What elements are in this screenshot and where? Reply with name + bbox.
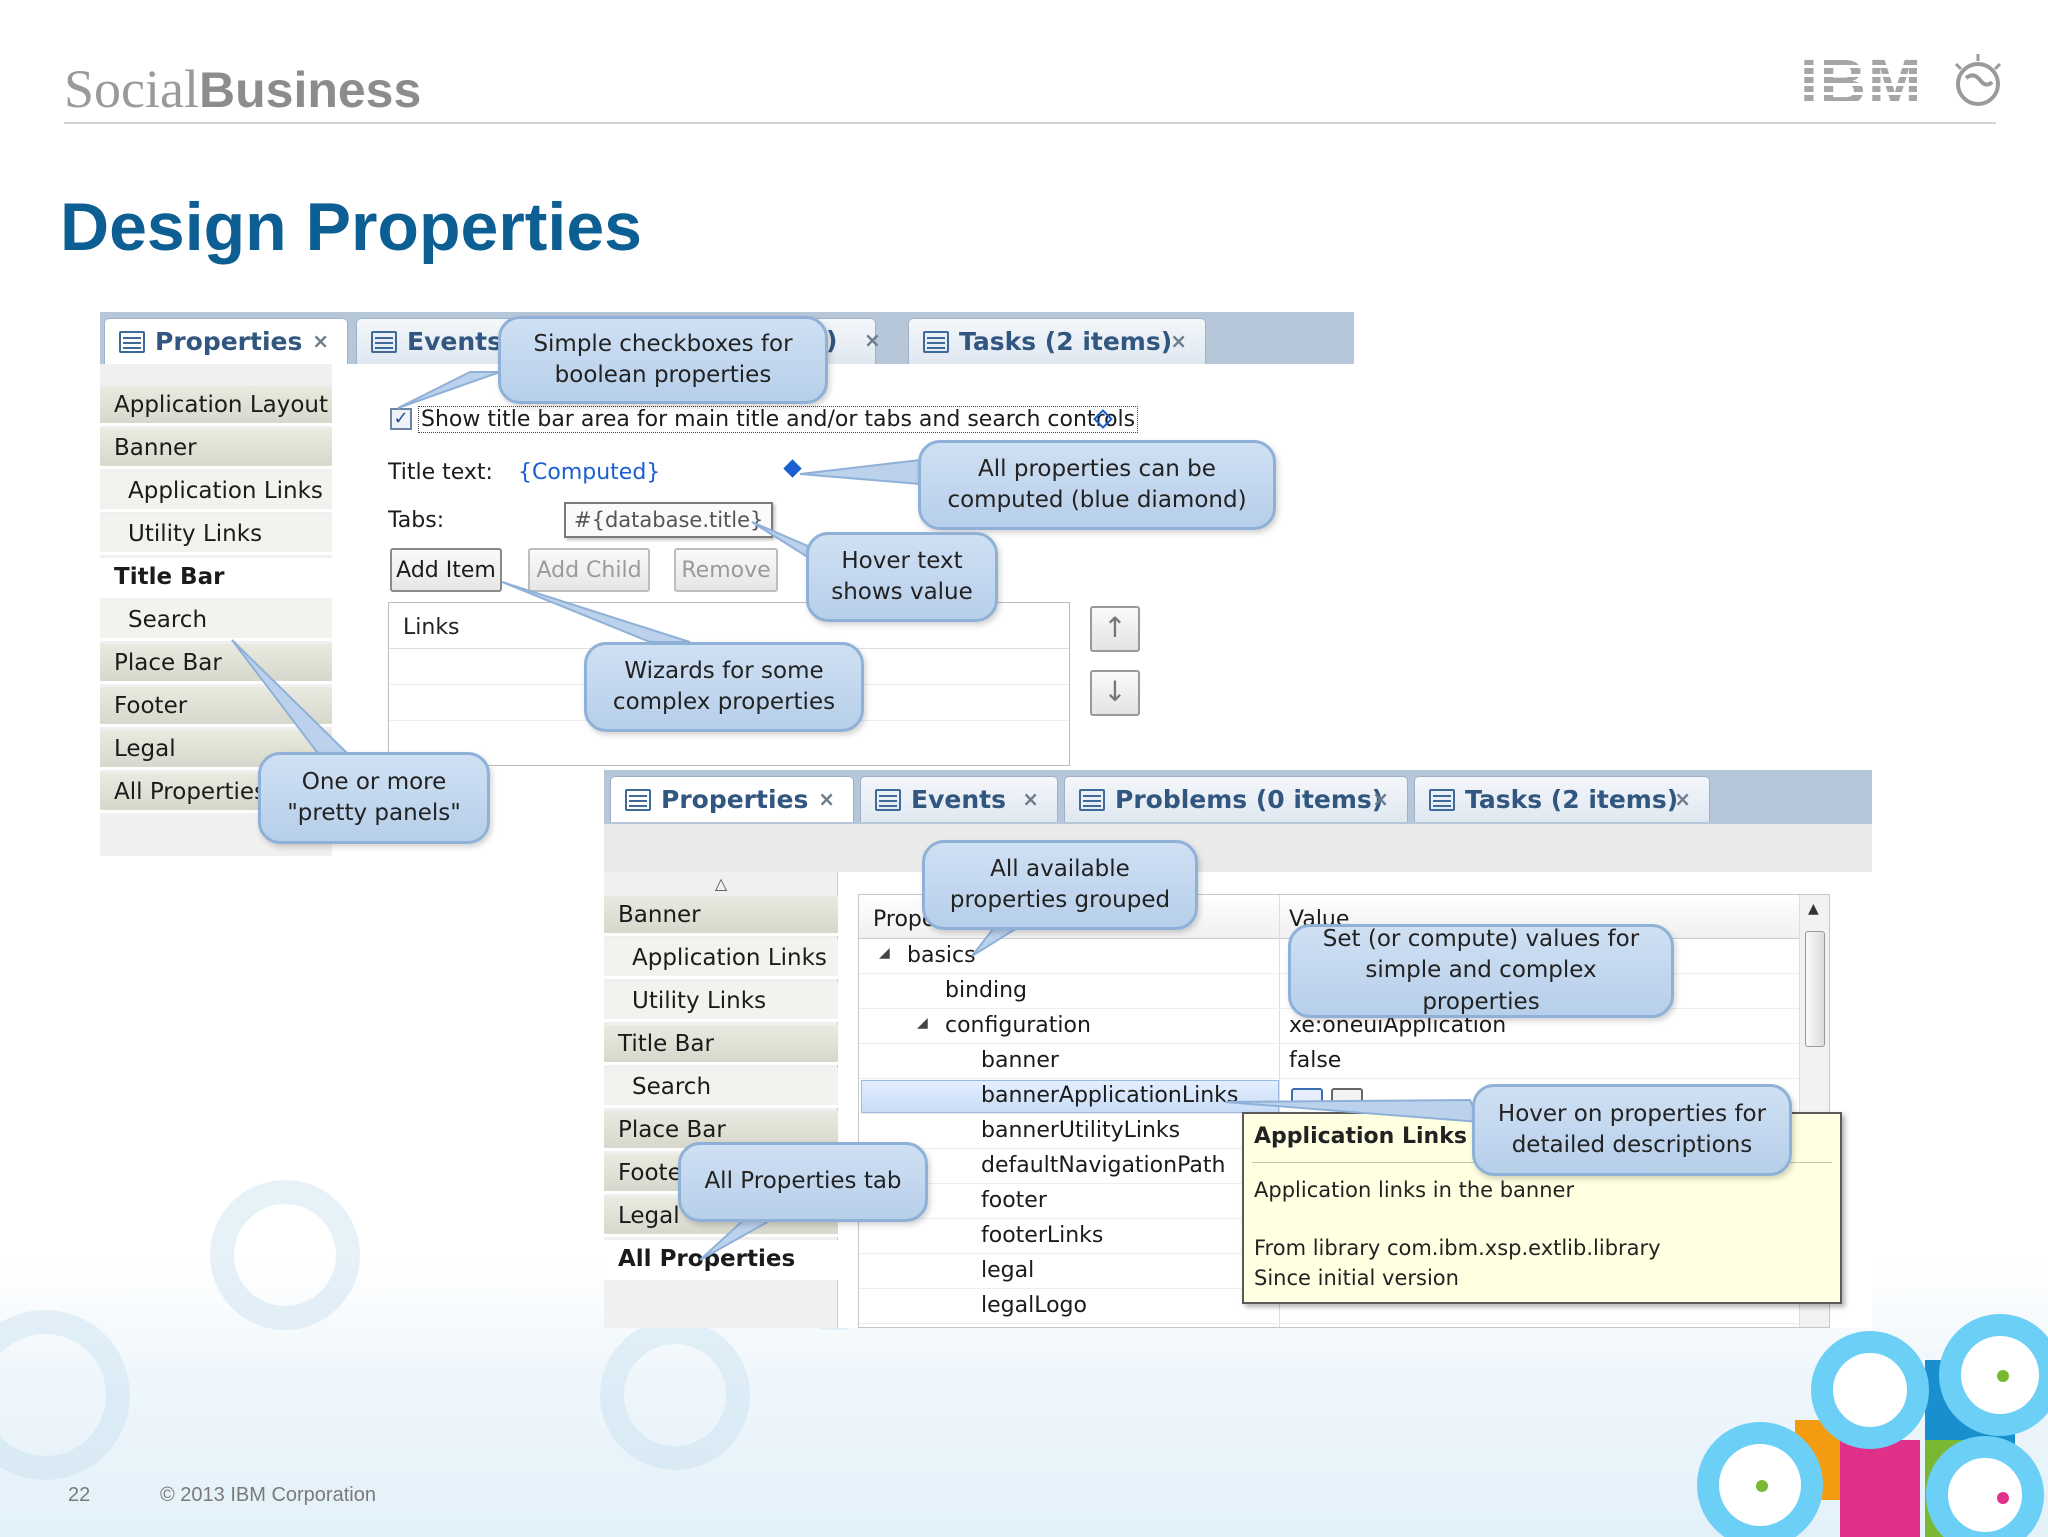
nav-item-application-links[interactable]: Application Links — [100, 472, 332, 512]
property-name: basics — [907, 943, 976, 968]
properties-icon — [119, 330, 145, 353]
nav-item-search[interactable]: Search — [100, 601, 332, 641]
callout-computed-properties: All properties can be computed (blue dia… — [918, 440, 1276, 530]
page-number: 22 — [68, 1484, 91, 1506]
ibm-logo: IBM — [1800, 46, 1924, 118]
property-name: legalLogo — [981, 1293, 1087, 1318]
close-icon[interactable]: × — [312, 329, 329, 353]
arrow-down-icon: ↓ — [1103, 675, 1127, 708]
property-name: configuration — [945, 1013, 1091, 1038]
hover-value-tooltip: #{database.title} — [564, 502, 774, 538]
events-icon — [371, 330, 397, 353]
globe-icon — [1954, 54, 2002, 106]
close-icon[interactable]: × — [1022, 787, 1039, 811]
tab-problems[interactable]: Problems (0 items) × — [1064, 776, 1408, 822]
tab-label: Problems (0 items) — [1115, 785, 1384, 814]
property-name: binding — [945, 978, 1028, 1003]
expand-icon[interactable]: ◢ — [917, 1015, 928, 1031]
tabs-label: Tabs: — [388, 508, 445, 533]
tooltip-library: From library com.ibm.xsp.extlib.library — [1254, 1236, 1661, 1260]
callout-pretty-panels: One or more "pretty panels" — [258, 752, 490, 844]
tab-label: Properties — [155, 327, 303, 356]
callout-all-properties-tab: All Properties tab — [678, 1142, 928, 1222]
nav-item-title-bar[interactable]: Title Bar — [604, 1025, 838, 1065]
callout-wizards: Wizards for some complex properties — [584, 642, 864, 732]
tab-label: Events — [407, 327, 502, 356]
close-icon[interactable]: × — [818, 787, 835, 811]
scroll-up-arrow-icon[interactable]: ▲ — [1808, 901, 1819, 917]
callout-hover-properties: Hover on properties for detailed descrip… — [1472, 1084, 1792, 1176]
expand-icon[interactable]: ◢ — [879, 945, 890, 961]
boolean-checkbox[interactable]: ✓ — [390, 408, 412, 430]
move-down-button[interactable]: ↓ — [1090, 670, 1140, 716]
property-name: footer — [981, 1188, 1047, 1213]
nav-item-application-links[interactable]: Application Links — [604, 939, 838, 979]
tab-tasks[interactable]: Tasks (2 items) × — [908, 318, 1206, 364]
property-name: bannerApplicationLinks — [981, 1083, 1239, 1108]
property-name: bannerUtilityLinks — [981, 1118, 1181, 1143]
slide-title: Design Properties — [60, 189, 642, 265]
scrollbar-thumb[interactable] — [1805, 931, 1825, 1047]
brand-light-text: Social — [64, 59, 199, 119]
tooltip-title: Application Links — [1254, 1124, 1467, 1149]
tab-label: Tasks (2 items) — [959, 327, 1173, 356]
callout-set-values: Set (or compute) values for simple and c… — [1288, 924, 1674, 1018]
property-name: defaultNavigationPath — [981, 1153, 1226, 1178]
remove-button[interactable]: Remove — [674, 548, 778, 592]
nav-item-banner[interactable]: Banner — [100, 429, 332, 469]
property-value[interactable]: false — [1289, 1048, 1342, 1073]
tasks-icon — [1429, 788, 1455, 811]
brand-wordmark: SocialBusiness — [64, 58, 421, 120]
property-name: banner — [981, 1048, 1059, 1073]
property-name: footerLinks — [981, 1223, 1104, 1248]
copyright-notice: © 2013 IBM Corporation — [160, 1484, 376, 1506]
tasks-icon — [923, 330, 949, 353]
decorative-logo-art — [1697, 1314, 2048, 1537]
nav-item-application-layout[interactable]: Application Layout — [100, 386, 332, 426]
table-row[interactable]: banner false — [859, 1044, 1799, 1079]
tab-properties[interactable]: Properties × — [610, 776, 854, 822]
tooltip-since: Since initial version — [1254, 1266, 1459, 1290]
nav-item-search[interactable]: Search — [604, 1068, 838, 1108]
add-child-button[interactable]: Add Child — [528, 548, 650, 592]
properties-icon — [625, 788, 651, 811]
add-item-button[interactable]: Add Item — [390, 548, 502, 592]
tab-tasks[interactable]: Tasks (2 items) × — [1414, 776, 1710, 822]
callout-properties-grouped: All available properties grouped — [922, 840, 1198, 930]
checkbox-label[interactable]: Show title bar area for main title and/o… — [418, 406, 1139, 433]
close-icon[interactable]: × — [1674, 787, 1691, 811]
nav-item-title-bar[interactable]: Title Bar — [100, 558, 332, 598]
tab-label: Events — [911, 785, 1006, 814]
arrow-up-icon: ↑ — [1103, 611, 1127, 644]
header-divider — [64, 122, 1996, 124]
close-icon[interactable]: × — [1170, 329, 1187, 353]
tab-label: Tasks (2 items) — [1465, 785, 1679, 814]
close-icon[interactable]: × — [1372, 787, 1389, 811]
nav-item-all-properties[interactable]: All Properties — [100, 773, 332, 813]
problems-icon — [1079, 788, 1105, 811]
tooltip-description: Application links in the banner — [1254, 1178, 1575, 1202]
scroll-up-icon[interactable]: △ — [714, 874, 728, 893]
nav-item-utility-links[interactable]: Utility Links — [100, 515, 332, 555]
title-text-value[interactable]: {Computed} — [518, 460, 661, 485]
title-text-label: Title text: — [388, 460, 493, 485]
nav-item-place-bar[interactable]: Place Bar — [100, 644, 332, 684]
move-up-button[interactable]: ↑ — [1090, 606, 1140, 652]
tab-events[interactable]: Events × — [860, 776, 1058, 822]
callout-boolean-checkboxes: Simple checkboxes for boolean properties — [498, 316, 828, 404]
nav-item-utility-links[interactable]: Utility Links — [604, 982, 838, 1022]
nav-item-banner[interactable]: Banner — [604, 896, 838, 936]
tab-label: Properties — [661, 785, 809, 814]
table-row-selected[interactable]: bannerApplicationLinks — [859, 1079, 1799, 1114]
close-icon[interactable]: × — [864, 328, 881, 352]
tab-problems-fragment: ) — [826, 326, 838, 355]
callout-hover-text: Hover text shows value — [806, 532, 998, 622]
events-icon — [875, 788, 901, 811]
table-row[interactable]: legalLogo — [859, 1289, 1799, 1324]
property-name: legal — [981, 1258, 1035, 1283]
tab-properties[interactable]: Properties × — [104, 318, 348, 364]
brand-bold-text: Business — [198, 62, 422, 118]
